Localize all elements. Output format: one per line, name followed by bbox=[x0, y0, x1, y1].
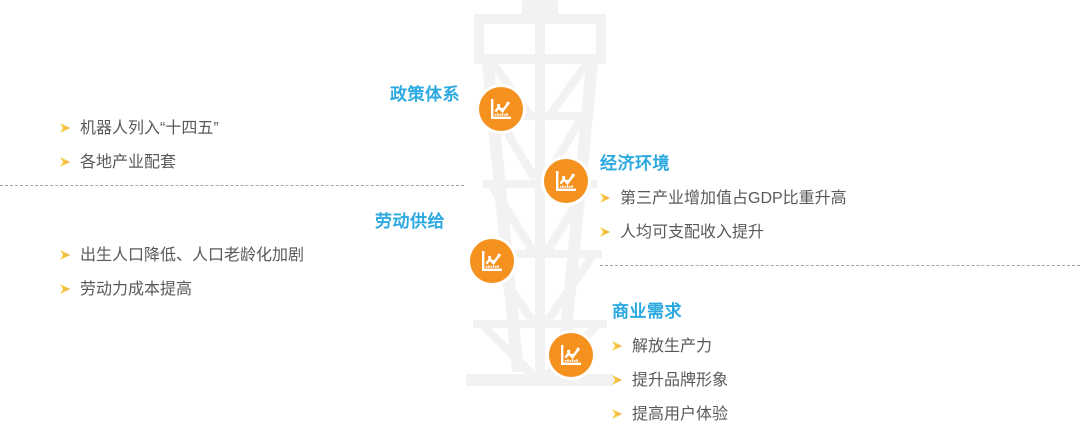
list-item-text: 各地产业配套 bbox=[80, 154, 177, 171]
list-item: 出生人口降低、人口老龄化加剧 bbox=[60, 248, 445, 264]
section-economy: 经济环境 第三产业增加值占GDP比重升高 人均可支配收入提升 bbox=[600, 155, 847, 241]
arrow-bullet-icon bbox=[600, 226, 614, 238]
section-demand: 商业需求 解放生产力 提升品牌形象 bbox=[612, 303, 728, 423]
section-economy-bullets: 第三产业增加值占GDP比重升高 人均可支配收入提升 bbox=[600, 191, 847, 241]
section-labor: 劳动供给 出生人口降低、人口老龄化加剧 劳动力成本提高 bbox=[60, 213, 445, 298]
arrow-bullet-icon bbox=[612, 374, 626, 386]
list-item: 各地产业配套 bbox=[60, 155, 460, 171]
chart-icon-badge-4[interactable] bbox=[549, 333, 593, 377]
list-item-text: 提高用户体验 bbox=[632, 406, 729, 423]
list-item: 解放生产力 bbox=[612, 339, 728, 355]
chart-icon-badge-2[interactable] bbox=[544, 159, 588, 203]
list-item-text: 解放生产力 bbox=[632, 338, 713, 355]
section-labor-bullets: 出生人口降低、人口老龄化加剧 劳动力成本提高 bbox=[60, 248, 445, 298]
chart-icon-badge-1[interactable] bbox=[479, 87, 523, 131]
list-item-text: 劳动力成本提高 bbox=[80, 281, 193, 298]
list-item: 机器人列入“十四五” bbox=[60, 121, 460, 137]
chart-icon bbox=[489, 97, 513, 121]
arrow-bullet-icon bbox=[60, 283, 74, 295]
section-demand-heading: 商业需求 bbox=[612, 302, 682, 321]
chart-icon bbox=[554, 169, 578, 193]
list-item-text: 第三产业增加值占GDP比重升高 bbox=[620, 190, 847, 207]
section-labor-heading: 劳动供给 bbox=[375, 212, 445, 231]
section-policy-heading: 政策体系 bbox=[390, 85, 460, 104]
chart-icon bbox=[559, 343, 583, 367]
arrow-bullet-icon bbox=[612, 408, 626, 420]
section-policy: 政策体系 机器人列入“十四五” bbox=[60, 86, 460, 171]
arrow-bullet-icon bbox=[612, 340, 626, 352]
list-item: 劳动力成本提高 bbox=[60, 282, 445, 298]
section-policy-bullets: 机器人列入“十四五” 各地产业配套 bbox=[60, 121, 460, 171]
list-item-text: 提升品牌形象 bbox=[632, 372, 729, 389]
list-item: 第三产业增加值占GDP比重升高 bbox=[600, 191, 847, 207]
divider-left bbox=[0, 185, 464, 186]
section-economy-heading: 经济环境 bbox=[600, 154, 670, 173]
divider-right bbox=[600, 265, 1080, 266]
arrow-bullet-icon bbox=[60, 156, 74, 168]
list-item-text: 机器人列入“十四五” bbox=[80, 120, 219, 137]
list-item-text: 人均可支配收入提升 bbox=[620, 224, 765, 241]
chart-icon-badge-3[interactable] bbox=[470, 239, 514, 283]
list-item: 人均可支配收入提升 bbox=[600, 225, 847, 241]
list-item: 提高用户体验 bbox=[612, 407, 728, 423]
arrow-bullet-icon bbox=[60, 249, 74, 261]
chart-icon bbox=[480, 249, 504, 273]
section-demand-bullets: 解放生产力 提升品牌形象 提高用户体验 bbox=[612, 339, 728, 423]
list-item: 提升品牌形象 bbox=[612, 373, 728, 389]
arrow-bullet-icon bbox=[600, 192, 614, 204]
list-item-text: 出生人口降低、人口老龄化加剧 bbox=[80, 247, 305, 264]
arrow-bullet-icon bbox=[60, 122, 74, 134]
